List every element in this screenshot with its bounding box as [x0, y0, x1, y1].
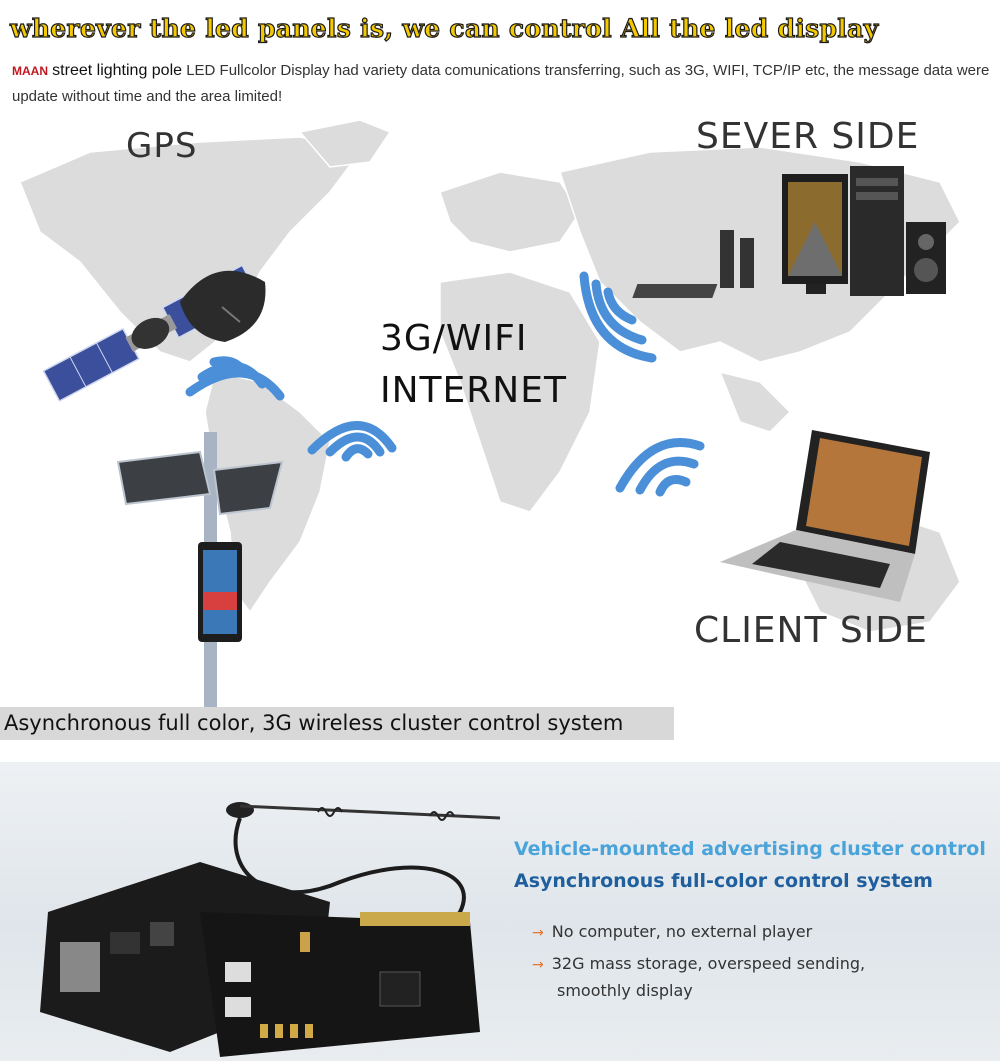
world-map-illustration — [19, 119, 961, 712]
circuit-board-icon — [40, 862, 480, 1057]
vehicle-title-primary: Vehicle-mounted advertising cluster cont… — [514, 838, 986, 860]
server-computer-icon — [632, 166, 946, 298]
product-name: street lighting pole — [52, 62, 183, 79]
client-side-label: CLIENT SIDE — [694, 610, 928, 651]
arrow-right-icon: → — [532, 925, 544, 941]
arrow-right-icon: → — [532, 957, 544, 973]
feature-text: 32G mass storage, overspeed sending, — [551, 954, 866, 973]
feature-text-continued: smoothly display — [557, 981, 693, 1000]
street-light-pole-icon — [116, 432, 284, 712]
intro-paragraph: MAAN street lighting pole LED Fullcolor … — [12, 58, 997, 110]
intro-text: LED Fullcolor Display had variety data c… — [12, 62, 990, 105]
network-label-line2: INTERNET — [380, 370, 567, 411]
gps-label: GPS — [126, 126, 198, 166]
system-diagram: GPS SEVER SIDE 3G/WIFI INTERNET CLIENT S… — [0, 112, 1000, 740]
feature-item: → 32G mass storage, overspeed sending, sm… — [532, 951, 865, 1003]
vehicle-control-panel: Vehicle-mounted advertising cluster cont… — [0, 762, 1000, 1061]
laptop-client-icon — [720, 430, 930, 602]
page-headline: wherever the led panels is, we can contr… — [9, 13, 879, 43]
satellite-icon — [42, 264, 266, 403]
network-label-line1: 3G/WIFI — [380, 318, 528, 359]
diagram-caption-bar: Asynchronous full color, 3G wireless clu… — [0, 707, 674, 740]
feature-text: No computer, no external player — [551, 922, 813, 941]
diagram-caption: Asynchronous full color, 3G wireless clu… — [4, 711, 624, 735]
server-side-label: SEVER SIDE — [696, 116, 920, 157]
wifi-signal-icons — [185, 271, 705, 497]
feature-item: → No computer, no external player — [532, 919, 812, 946]
brand-name: MAAN — [12, 64, 48, 78]
vehicle-title-secondary: Asynchronous full-color control system — [514, 870, 933, 892]
control-board-illustration — [40, 802, 501, 1057]
